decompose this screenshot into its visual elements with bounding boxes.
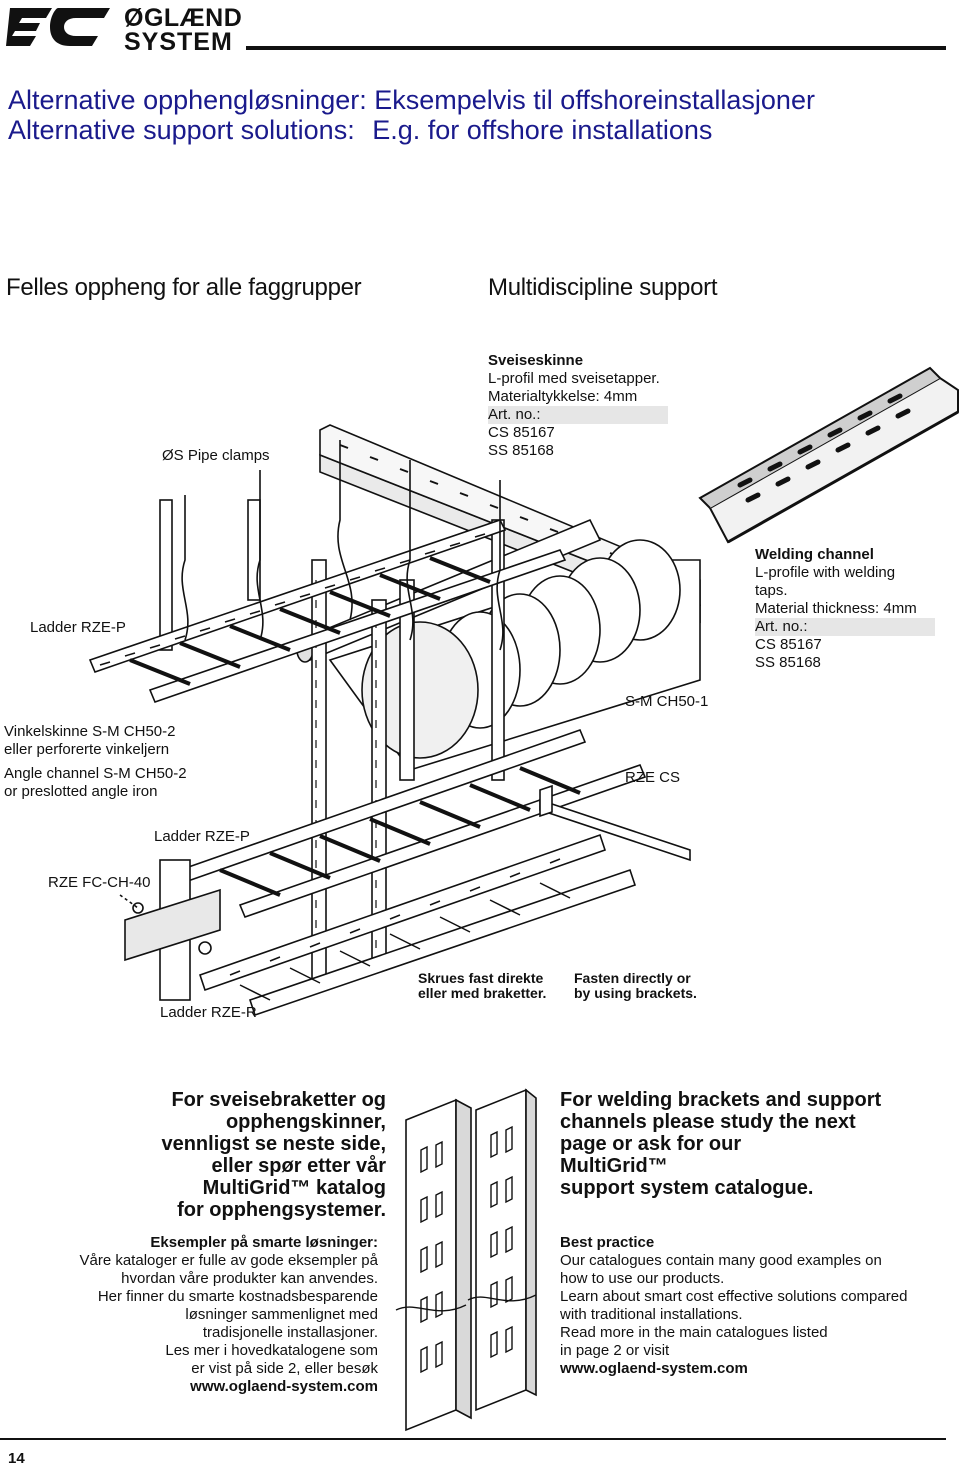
rze-cs-bracket: [539, 784, 691, 862]
label-ladder-rze-r: Ladder RZE-R: [160, 1004, 257, 1021]
note-en-small-title: Best practice: [560, 1234, 655, 1251]
skrues-line1: Skrues fast direkte: [418, 970, 544, 986]
sveiseskinne-cs: CS 85167: [488, 424, 555, 441]
section-heading-right: Multidiscipline support: [488, 274, 718, 301]
section-heading-left: Felles oppheng for alle faggrupper: [6, 274, 362, 301]
pipe-clamp-hangers: [181, 440, 504, 651]
note-no-big-line: opphengskinner,: [225, 1111, 386, 1133]
note-en-big-line: For welding brackets and support: [560, 1089, 882, 1111]
note-en-small-line: Our catalogues contain many good example…: [560, 1252, 882, 1269]
title-english-text: E.g. for offshore installations: [372, 115, 713, 145]
title-english: Alternative support solutions: E.g. for …: [8, 115, 713, 146]
welding-channel-cs: CS 85167: [755, 636, 822, 653]
label-vinkelskinne: Vinkelskinne S-M CH50-2 eller perforerte…: [4, 723, 175, 759]
title-norwegian: Alternative opphengløsninger: Eksempelvi…: [8, 85, 815, 116]
label-pipe-clamps: ØS Pipe clamps: [162, 447, 270, 464]
label-sveiseskinne: Sveiseskinne L-profil med sveisetapper. …: [488, 352, 668, 460]
sveiseskinne-title: Sveiseskinne: [488, 352, 584, 369]
skrues-line2: eller med braketter.: [418, 985, 547, 1001]
note-en-small-line: with traditional installations.: [560, 1306, 743, 1323]
page-number: 14: [8, 1450, 25, 1467]
support-channel-illustration: [395, 1088, 537, 1432]
note-english-main: For welding brackets and support channel…: [560, 1089, 950, 1199]
note-en-big-line: support system catalogue.: [560, 1177, 814, 1199]
welding-channel-artno: Art. no.:: [755, 618, 935, 636]
brand-name-line1: ØGLÆND: [124, 4, 243, 32]
welding-channel-title: Welding channel: [755, 546, 874, 563]
note-no-small-line: Våre kataloger er fulle av gode eksemple…: [79, 1252, 378, 1269]
note-no-small-line: tradisjonelle installasjoner.: [202, 1324, 378, 1341]
angle-channel-line1: Angle channel S-M CH50-2: [4, 765, 187, 782]
sveiseskinne-ss: SS 85168: [488, 442, 554, 459]
note-en-big-line: MultiGrid™: [560, 1155, 668, 1177]
label-skrues: Skrues fast direkte eller med braketter.: [418, 971, 546, 1001]
note-en-small-line: Learn about smart cost effective solutio…: [560, 1288, 908, 1305]
welding-channel-line1: L-profile with welding: [755, 564, 896, 581]
note-no-big-line: MultiGrid™ katalog: [202, 1177, 386, 1199]
label-ladder-rze-p-mid: Ladder RZE-P: [154, 828, 250, 845]
note-en-small-line: Read more in the main catalogues listed: [560, 1324, 828, 1341]
note-no-big-line: eller spør etter vår: [211, 1155, 386, 1177]
sveiseskinne-line1: L-profil med sveisetapper.: [488, 370, 660, 387]
angle-channel-line2: or preslotted angle iron: [4, 783, 158, 800]
website-link-no[interactable]: www.oglaend-system.com: [190, 1378, 378, 1395]
title-norwegian-label: Alternative opphengløsninger:: [8, 85, 367, 115]
note-no-big-line: for opphengsystemer.: [177, 1199, 386, 1221]
welding-channel-line3: Material thickness: 4mm: [755, 600, 917, 617]
footer-rule: [0, 1438, 946, 1440]
note-en-small-line: how to use our products.: [560, 1270, 725, 1287]
ladder-rze-r: [198, 833, 637, 1017]
note-no-big-line: For sveisebraketter og: [171, 1089, 386, 1111]
note-english-details: Best practice Our catalogues contain man…: [560, 1234, 950, 1378]
oglaend-logo: ØGLÆND SYSTEM: [6, 4, 242, 56]
note-en-small-line: in page 2 or visit: [560, 1342, 670, 1359]
rze-fc-clamp: [119, 859, 221, 1001]
sveiseskinne-line2: Materialtykkelse: 4mm: [488, 388, 638, 405]
note-no-big-line: vennligst se neste side,: [161, 1133, 386, 1155]
fasten-line2: by using brackets.: [574, 985, 697, 1001]
note-norwegian-details: Eksempler på smarte løsninger: Våre kata…: [40, 1234, 378, 1396]
note-no-small-line: er vist på side 2, eller besøk: [191, 1360, 378, 1377]
vinkelskinne-line2: eller perforerte vinkeljern: [4, 741, 170, 758]
vinkelskinne-line1: Vinkelskinne S-M CH50-2: [4, 723, 176, 740]
note-en-big-line: channels please study the next: [560, 1111, 856, 1133]
note-no-small-title: Eksempler på smarte løsninger:: [150, 1234, 378, 1251]
fasten-line1: Fasten directly or: [574, 970, 691, 986]
note-no-small-line: Les mer i hovedkatalogene som: [165, 1342, 378, 1359]
label-rze-cs: RZE CS: [625, 769, 681, 786]
note-no-small-line: løsninger sammenlignet med: [185, 1306, 378, 1323]
label-fasten: Fasten directly or by using brackets.: [574, 971, 697, 1001]
duct: [328, 539, 701, 771]
sveiseskinne-artno: Art. no.:: [488, 406, 668, 424]
oglaend-logo-mark-icon: [6, 8, 110, 46]
title-norwegian-text: Eksempelvis til offshoreinstallasjoner: [374, 85, 815, 115]
note-en-big-line: page or ask for our: [560, 1133, 742, 1155]
note-no-small-line: hvordan våre produkter kan anvendes.: [121, 1270, 378, 1287]
label-rze-fc-ch-40: RZE FC-CH-40: [48, 874, 151, 891]
welding-channel-line2: taps.: [755, 582, 788, 599]
label-welding-channel: Welding channel L-profile with welding t…: [755, 546, 935, 672]
note-norwegian-main: For sveisebraketter og opphengskinner, v…: [100, 1089, 386, 1221]
ladder-upper: [88, 519, 567, 704]
label-smch50-1: S-M CH50-1: [625, 693, 709, 710]
title-english-label: Alternative support solutions:: [8, 115, 355, 145]
label-angle-channel: Angle channel S-M CH50-2 or preslotted a…: [4, 765, 187, 801]
note-no-small-line: Her finner du smarte kostnadsbesparende: [97, 1288, 378, 1305]
website-link-en[interactable]: www.oglaend-system.com: [560, 1360, 748, 1377]
label-ladder-rze-p-top: Ladder RZE-P: [30, 619, 126, 636]
welding-channel-closeup: [698, 366, 959, 544]
header-rule: [246, 46, 946, 50]
welding-channel-ss: SS 85168: [755, 654, 821, 671]
brand-name-line2: SYSTEM: [124, 28, 233, 56]
